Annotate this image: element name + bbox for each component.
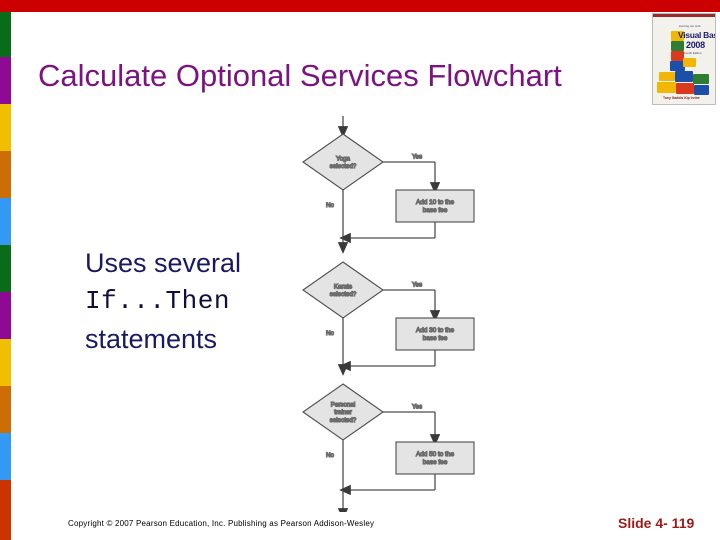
- flow-label: trainer: [334, 409, 352, 416]
- flow-label: Yes: [412, 404, 422, 411]
- flow-label: Add 50 to the: [416, 451, 454, 458]
- lego-brick-icon: [694, 85, 709, 95]
- copyright-notice: Copyright © 2007 Pearson Education, Inc.…: [68, 519, 375, 528]
- lego-brick-icon: [675, 71, 693, 82]
- flow-label: Yes: [412, 282, 422, 289]
- lego-brick-icon: [671, 51, 684, 61]
- flow-label: selected?: [330, 417, 357, 424]
- flow-label: No: [326, 452, 334, 459]
- flow-label: Add 10 to the: [416, 199, 454, 206]
- flow-label: Add 30 to the: [416, 327, 454, 334]
- strip-block-purple: [0, 57, 11, 104]
- lego-brick-icon: [671, 31, 684, 41]
- flow-label: base fee: [423, 207, 448, 214]
- strip-block-purple: [0, 292, 11, 339]
- flow-label: selected?: [330, 163, 357, 170]
- body-code-keyword: If...Then: [85, 286, 230, 316]
- body-line-1: Uses several: [85, 248, 242, 278]
- body-text: Uses several If...Then statements: [85, 244, 300, 358]
- book-cover-title: Visual Basic: [678, 30, 715, 40]
- book-cover-thumbnail: starting out with Visual Basic 2008 Four…: [652, 13, 716, 105]
- lego-brick-icon: [671, 41, 684, 51]
- strip-block-orange: [0, 386, 11, 433]
- flow-process-node: [395, 317, 475, 351]
- strip-block-green: [0, 12, 11, 57]
- book-cover-subtitle: starting out with: [679, 25, 701, 28]
- flow-process-node: [395, 441, 475, 475]
- slide-number: Slide 4- 119: [618, 515, 695, 531]
- flow-label: selected?: [330, 291, 357, 298]
- book-cover-edition: Fourth Edition: [684, 51, 702, 55]
- strip-block-red: [0, 480, 11, 540]
- flow-label: Karate: [334, 283, 353, 290]
- lego-brick-icon: [683, 58, 696, 67]
- strip-block-green: [0, 245, 11, 292]
- lego-brick-icon: [659, 72, 675, 81]
- flow-label: Yoga: [336, 155, 350, 162]
- left-color-strip: [0, 12, 11, 540]
- strip-block-yellow: [0, 339, 11, 386]
- flow-label: base fee: [423, 335, 448, 342]
- strip-block-blue: [0, 433, 11, 480]
- lego-brick-icon: [693, 74, 709, 84]
- book-cover-top-rule: [653, 14, 715, 17]
- flow-label: Personal: [331, 401, 355, 408]
- book-cover-authors: Tony Gaddis Kip Irvine: [663, 96, 700, 100]
- strip-block-blue: [0, 198, 11, 245]
- body-line-3: statements: [85, 324, 218, 354]
- book-cover-year: 2008: [686, 40, 705, 50]
- page-title: Calculate Optional Services Flowchart: [38, 58, 562, 93]
- top-accent-bar: [0, 0, 720, 12]
- flow-label: base fee: [423, 459, 448, 466]
- lego-brick-icon: [676, 83, 694, 94]
- flow-label: Yes: [412, 154, 422, 161]
- lego-brick-icon: [670, 61, 685, 71]
- strip-block-yellow: [0, 104, 11, 151]
- flow-label: No: [326, 330, 334, 337]
- lego-brick-icon: [657, 82, 676, 93]
- flow-label: No: [326, 202, 334, 209]
- strip-block-orange: [0, 151, 11, 198]
